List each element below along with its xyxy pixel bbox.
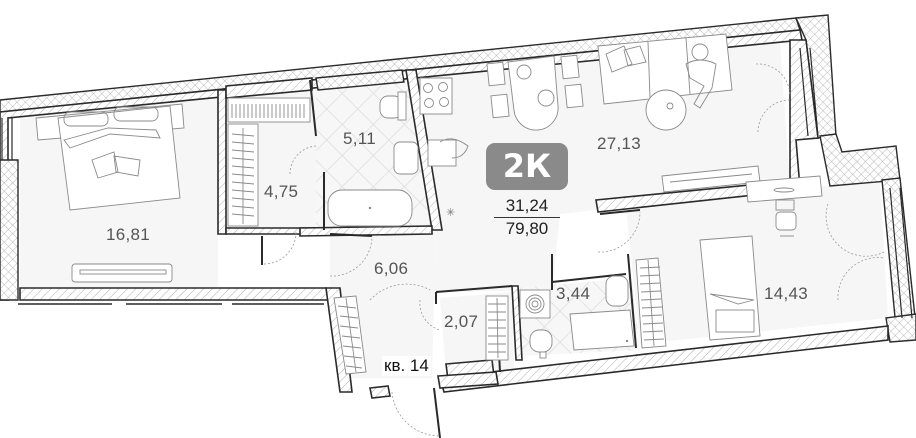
door-swing-icon — [391, 391, 441, 437]
wardrobe-icon — [485, 295, 509, 361]
room-area-label-bathroom-1: 5,11 — [343, 129, 377, 148]
sink-icon — [427, 138, 469, 167]
door-swing-icon — [757, 99, 791, 133]
door-swing-icon — [369, 283, 431, 301]
room-area-label-hallway: 6,06 — [374, 259, 409, 278]
area-fraction: 31,24 79,80 — [494, 196, 560, 238]
wardrobe-icon — [227, 97, 311, 227]
bed-icon — [35, 103, 185, 211]
door-swing-icon — [755, 63, 791, 97]
room-area-label-bedroom-1: 16,81 — [106, 225, 151, 244]
door-swings — [263, 63, 885, 437]
wardrobe-icon — [333, 295, 367, 375]
sofa-icon — [597, 33, 733, 105]
room-area-label-storage: 2,07 — [444, 312, 479, 331]
room-area-label-wardrobe: 4,75 — [264, 182, 299, 201]
room-area-label-bathroom-2: 3,44 — [556, 284, 591, 303]
windows — [1, 47, 913, 319]
bathtub-icon — [327, 189, 413, 227]
person-icon — [685, 43, 717, 109]
door-swing-icon — [329, 235, 373, 277]
door-swing-icon — [837, 257, 885, 301]
svg-text:✳: ✳ — [446, 206, 455, 219]
entrance-door-icon — [369, 371, 499, 438]
bed-icon — [699, 235, 761, 341]
sink-icon — [605, 275, 629, 307]
door-swing-icon — [597, 211, 641, 253]
room-area-label-kitchen-living: 27,13 — [597, 134, 642, 153]
wardrobe-icon — [635, 257, 667, 349]
extractor-icon: ✳ — [446, 206, 455, 219]
apartment-number-label: кв. 14 — [382, 356, 431, 376]
chair-icon — [775, 211, 797, 237]
coffee-table-icon — [645, 89, 687, 131]
total-area: 79,80 — [505, 219, 549, 238]
door-swing-icon — [289, 145, 317, 175]
outer-walls — [0, 14, 916, 393]
stove-icon — [419, 77, 453, 115]
room-area-label-bedroom-2: 14,43 — [764, 284, 809, 303]
apartment-type-badge: 2К — [486, 143, 568, 190]
washing-machine-icon — [519, 289, 551, 319]
living-area: 31,24 — [494, 196, 560, 218]
door-swing-icon — [825, 203, 885, 257]
room-bedroom-2 — [626, 180, 888, 344]
desk-icon — [745, 175, 823, 211]
dining-table-icon — [486, 54, 584, 131]
radiator-icon — [71, 263, 173, 283]
bathtub-icon — [569, 309, 635, 351]
toilet-icon — [379, 91, 407, 121]
sink-icon — [393, 141, 419, 175]
toilet-icon — [529, 329, 553, 359]
door-swing-icon — [263, 231, 297, 265]
